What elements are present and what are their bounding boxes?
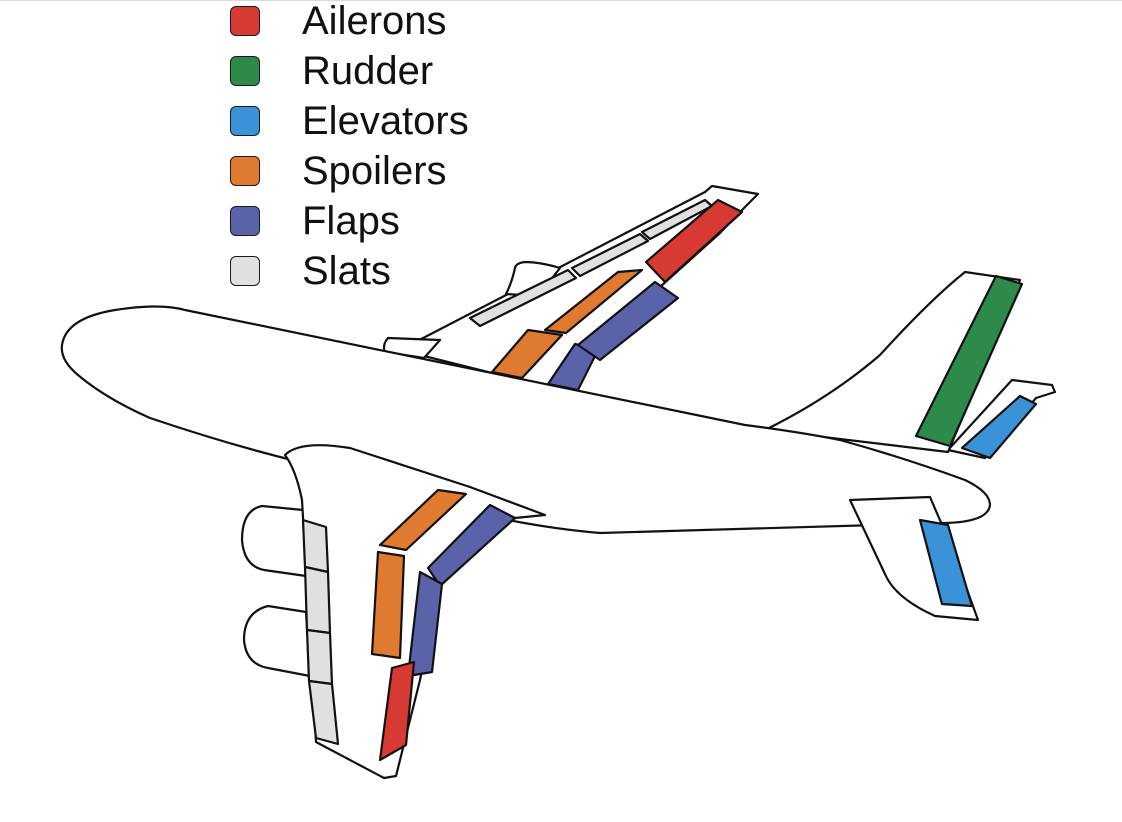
legend-item-ailerons: Ailerons: [230, 0, 550, 50]
legend-item-flaps: Flaps: [230, 200, 550, 250]
near-spoiler-outer: [370, 550, 406, 660]
legend-swatch-flaps: [230, 206, 260, 236]
far-engine-outer: [504, 260, 562, 298]
far-spoiler-inner: [490, 328, 564, 380]
far-flap-outer: [576, 280, 680, 362]
legend-item-spoilers: Spoilers: [230, 150, 550, 200]
legend-swatch-ailerons: [230, 6, 260, 36]
near-aileron: [378, 660, 416, 762]
legend-label-elevators: Elevators: [302, 99, 469, 143]
far-slat-2: [570, 232, 650, 278]
legend-item-elevators: Elevators: [230, 100, 550, 150]
legend-label-spoilers: Spoilers: [302, 149, 447, 193]
legend-label-rudder: Rudder: [302, 49, 434, 93]
slat-4: [307, 679, 340, 746]
legend-swatch-slats: [230, 256, 260, 286]
near-engine-outer: [242, 604, 312, 678]
near-spoiler-inner: [378, 488, 468, 552]
far-slat-1: [468, 268, 578, 328]
far-wing-flaps: [546, 280, 680, 392]
legend: Ailerons Rudder Elevators Spoilers Flaps…: [230, 0, 550, 300]
legend-label-ailerons: Ailerons: [302, 0, 447, 43]
far-aileron: [644, 198, 744, 284]
far-spoiler-outer: [543, 268, 644, 335]
slat-3: [305, 628, 334, 686]
slat-2: [303, 565, 332, 635]
legend-swatch-rudder: [230, 56, 260, 86]
far-wing-spoilers: [490, 268, 644, 380]
slat-1: [301, 518, 330, 574]
far-wing-slats: [468, 198, 714, 328]
near-wing-flaps: [406, 503, 517, 678]
legend-swatch-spoilers: [230, 156, 260, 186]
legend-swatch-elevators: [230, 106, 260, 136]
legend-item-rudder: Rudder: [230, 50, 550, 100]
fuselage: [60, 305, 992, 535]
near-engine-inner: [240, 504, 308, 578]
far-elevator: [960, 394, 1038, 460]
near-elevator: [918, 518, 974, 608]
legend-label-slats: Slats: [302, 249, 391, 293]
rudder: [914, 274, 1024, 448]
near-wing-spoilers: [370, 488, 468, 660]
near-wing-slats: [301, 518, 340, 746]
near-flap-outer: [406, 570, 444, 678]
legend-item-slats: Slats: [230, 250, 550, 300]
top-border: [0, 0, 1122, 1]
legend-label-flaps: Flaps: [302, 199, 400, 243]
